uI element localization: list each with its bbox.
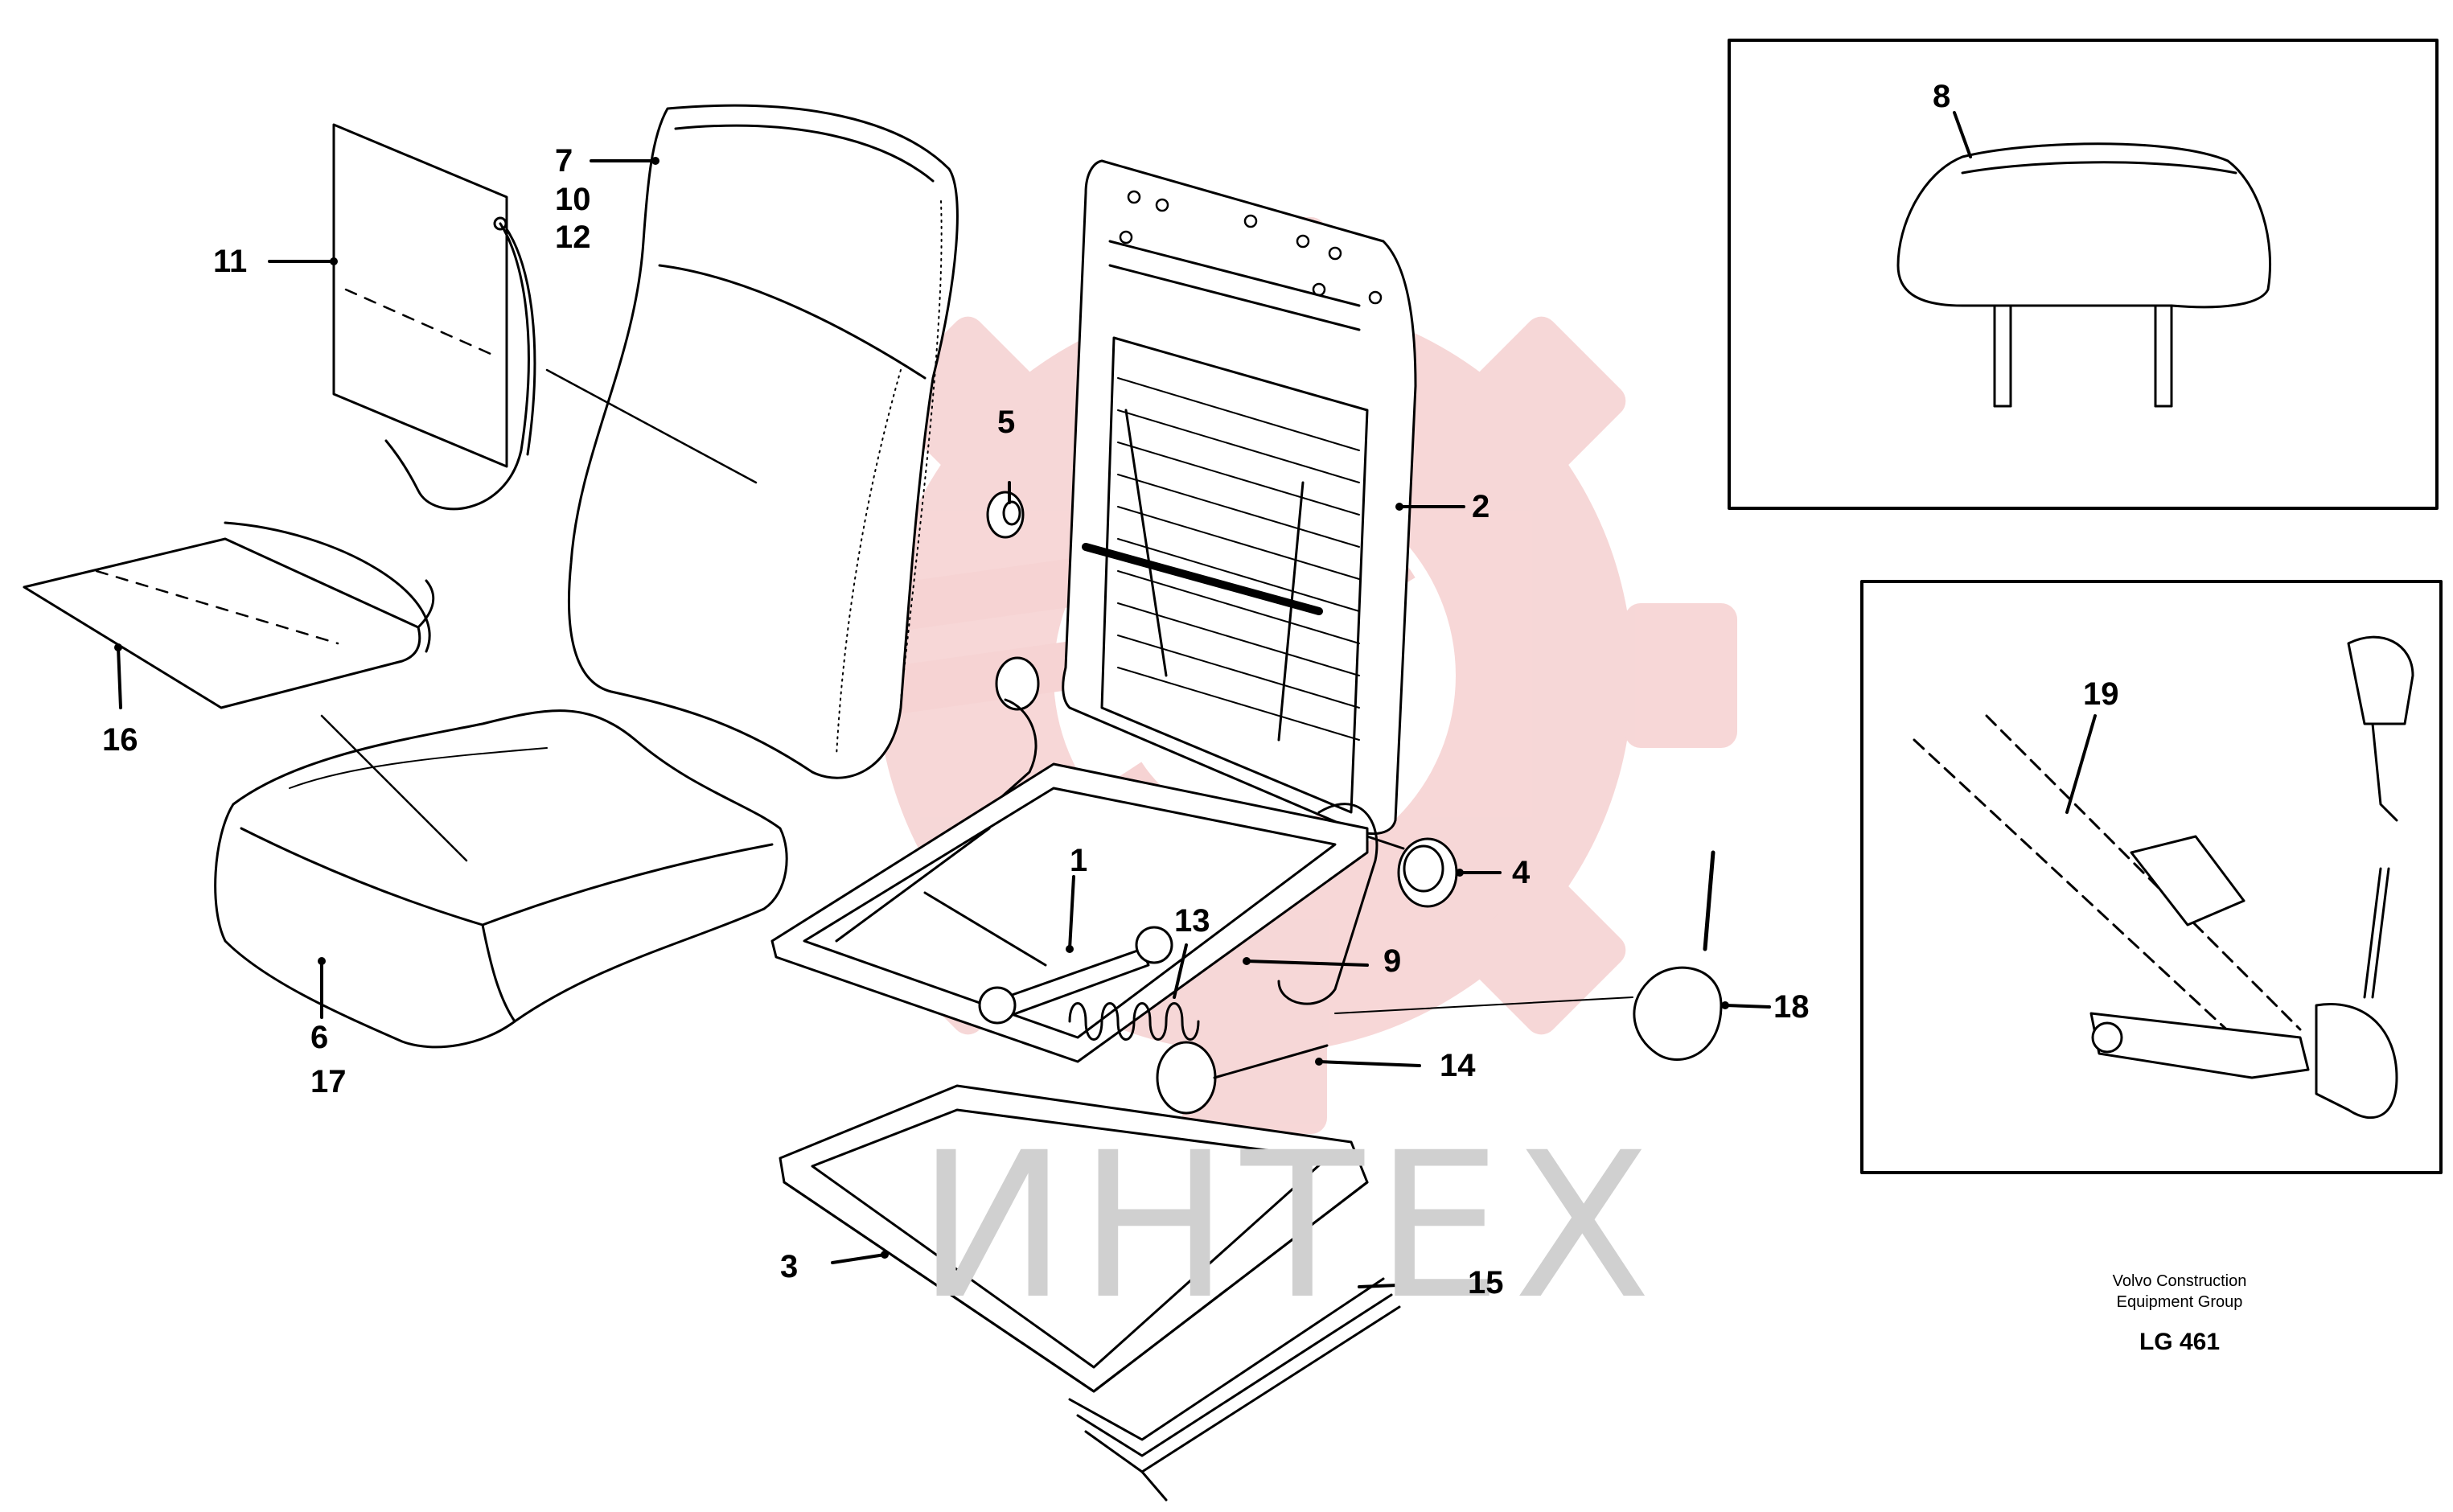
backrest-cushion (545, 104, 959, 779)
recline-knob-left (995, 656, 1040, 711)
leader-lines (117, 111, 2097, 1288)
callout-2: 2 (1472, 489, 1490, 524)
drawing-code: LG 461 (2139, 1329, 2221, 1355)
callout-1: 1 (1070, 843, 1088, 878)
seatbelt (1913, 635, 2414, 1119)
cable-tie (1334, 850, 1723, 1061)
adjustment-lever (1156, 1041, 1329, 1115)
callout-14: 14 (1440, 1048, 1476, 1083)
credit-line-1: Volvo Construction (2112, 1272, 2247, 1290)
callout-11: 11 (213, 244, 248, 279)
callout-19: 19 (2083, 676, 2119, 712)
callout-10: 10 (555, 182, 591, 217)
backrest-heating-pad (332, 123, 536, 511)
callout-4: 4 (1512, 855, 1531, 890)
seatbelt-inset-frame (1860, 580, 2443, 1174)
callout-13: 13 (1174, 903, 1210, 939)
recline-knob (1366, 835, 1458, 908)
callout-7: 7 (555, 143, 573, 179)
callout-8: 8 (1933, 79, 1951, 114)
seat-heating-pad (23, 521, 435, 709)
callout-9: 9 (1383, 943, 1402, 979)
headrest-inset-frame (1728, 39, 2439, 510)
headrest (1896, 142, 2271, 408)
callout-18: 18 (1773, 989, 1810, 1025)
seat-frame (770, 698, 1379, 1063)
callout-16: 16 (102, 722, 138, 758)
callout-15: 15 (1468, 1265, 1504, 1300)
backrest-frame (1062, 159, 1417, 836)
seat-cushion (214, 709, 788, 1049)
lumbar-knob (986, 491, 1025, 539)
suspension-bellows (1068, 1277, 1401, 1502)
callout-12: 12 (555, 220, 591, 255)
callout-3: 3 (780, 1249, 799, 1284)
leader-dots (114, 157, 1729, 1259)
callout-17: 17 (310, 1064, 347, 1099)
suspension-spring (1068, 1002, 1200, 1041)
seat-base (779, 1084, 1369, 1393)
callout-5: 5 (997, 405, 1016, 440)
watermark-text: ИНТЕХ (917, 1109, 1662, 1343)
credit-line-2: Equipment Group (2116, 1293, 2243, 1311)
callout-6: 6 (310, 1020, 329, 1055)
shock-absorber (978, 926, 1173, 1025)
